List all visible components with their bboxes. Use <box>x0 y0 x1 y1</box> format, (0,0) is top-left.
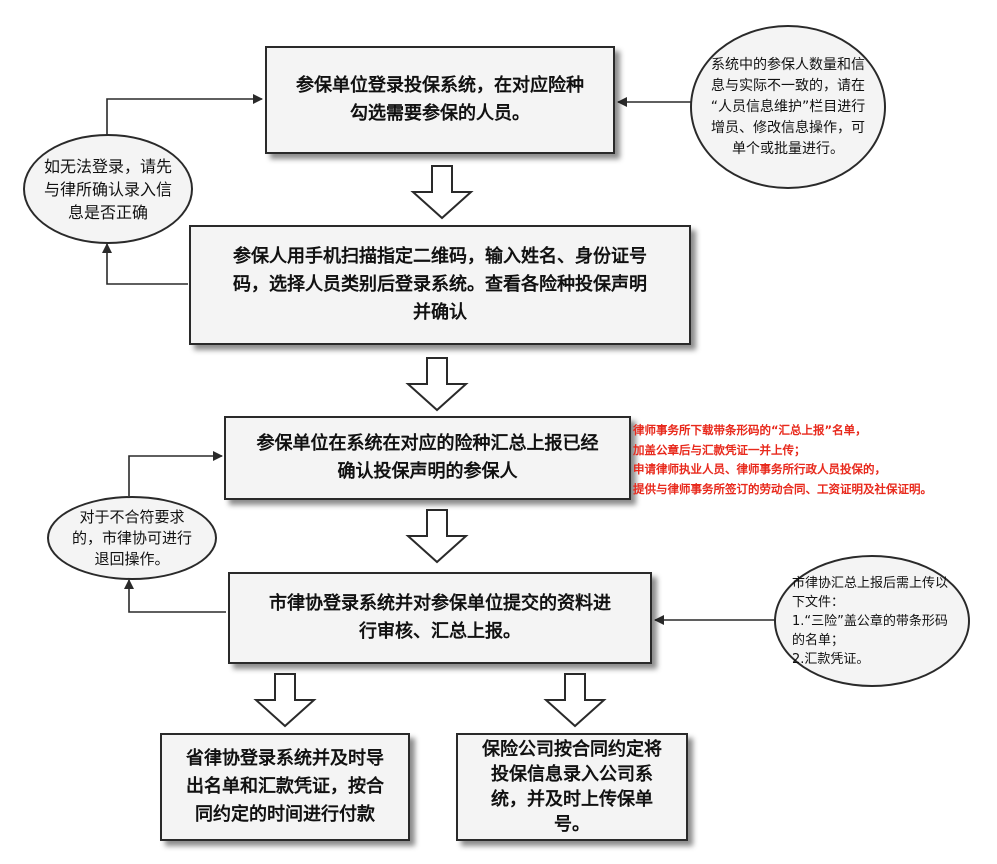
info-mismatch-note-text: 系统中的参保人数量和信 息与实际不一致的，请在 “人员信息维护”栏目进行 增员、… <box>710 56 866 157</box>
login-fail-note-text: 如无法登录，请先 与律所确认录入信 息是否正确 <box>43 156 172 222</box>
step-3-text: 参保单位在系统在对应的险种汇总上报已经 确认投保声明的参保人 <box>256 433 599 482</box>
step-4-text: 市律协登录系统并对参保单位提交的资料进 行审核、汇总上报。 <box>269 593 611 642</box>
red-annotation-line-2: 加盖公章后与汇款凭证一并上传； <box>633 442 806 457</box>
down-arrow-4-5b <box>543 673 607 728</box>
step-2-scan-confirm: 参保人用手机扫描指定二维码，输入姓名、身份证号 码，选择人员类别后登录系统。查看… <box>189 225 691 345</box>
connector-step2-to-login-note <box>102 243 188 285</box>
connector-login-note-to-step1 <box>106 94 263 136</box>
step-5b-text: 保险公司按合同约定将 投保信息录入公司系 统，并及时上传保单 号。 <box>482 739 662 835</box>
red-annotation-line-1: 律师事务所下载带条形码的“汇总上报”名单， <box>633 423 867 437</box>
connector-step4-to-return-note <box>124 579 226 613</box>
step-5a-text: 省律协登录系统并及时导 出名单和汇款凭证，按合 同约定的时间进行付款 <box>186 748 384 825</box>
red-annotation-line-4: 提供与律师事务所签订的劳动合同、工资证明及社保证明。 <box>633 481 932 496</box>
down-arrow-3-4 <box>405 509 469 564</box>
down-arrow-2-3 <box>405 357 469 412</box>
step-1-login-select: 参保单位登录投保系统，在对应险种 勾选需要参保的人员。 <box>265 46 615 154</box>
step-1-text: 参保单位登录投保系统，在对应险种 勾选需要参保的人员。 <box>296 75 584 124</box>
red-annotation-line-3: 申请律师执业人员、律师事务所行政人员投保的， <box>633 462 886 476</box>
connector-return-note-to-step3 <box>128 451 223 496</box>
step-4-review-report: 市律协登录系统并对参保单位提交的资料进 行审核、汇总上报。 <box>228 572 652 664</box>
down-arrow-4-5a <box>253 673 317 728</box>
step-5a-provincial-payment: 省律协登录系统并及时导 出名单和汇款凭证，按合 同约定的时间进行付款 <box>160 733 410 841</box>
return-operation-note-text: 对于不合符要求 的，市律协可进行 退回操作。 <box>71 507 192 568</box>
step-2-text: 参保人用手机扫描指定二维码，输入姓名、身份证号 码，选择人员类别后登录系统。查看… <box>233 246 647 323</box>
return-operation-note: 对于不合符要求 的，市律协可进行 退回操作。 <box>47 496 217 580</box>
upload-requirement-note: 市律协汇总上报后需上传以 下文件： 1.“三险”盖公章的带条形码 的名单； 2.… <box>774 555 970 687</box>
step-5b-insurer-entry: 保险公司按合同约定将 投保信息录入公司系 统，并及时上传保单 号。 <box>456 733 688 841</box>
down-arrow-1-2 <box>410 165 474 220</box>
login-fail-note: 如无法登录，请先 与律所确认录入信 息是否正确 <box>23 134 193 244</box>
red-annotation: 律师事务所下载带条形码的“汇总上报”名单， 加盖公章后与汇款凭证一并上传； 申请… <box>633 421 995 499</box>
upload-requirement-note-text: 市律协汇总上报后需上传以 下文件： 1.“三险”盖公章的带条形码 的名单； 2.… <box>792 575 949 667</box>
info-mismatch-note: 系统中的参保人数量和信 息与实际不一致的，请在 “人员信息维护”栏目进行 增员、… <box>690 25 886 189</box>
step-3-summary-report: 参保单位在系统在对应的险种汇总上报已经 确认投保声明的参保人 <box>224 416 631 500</box>
